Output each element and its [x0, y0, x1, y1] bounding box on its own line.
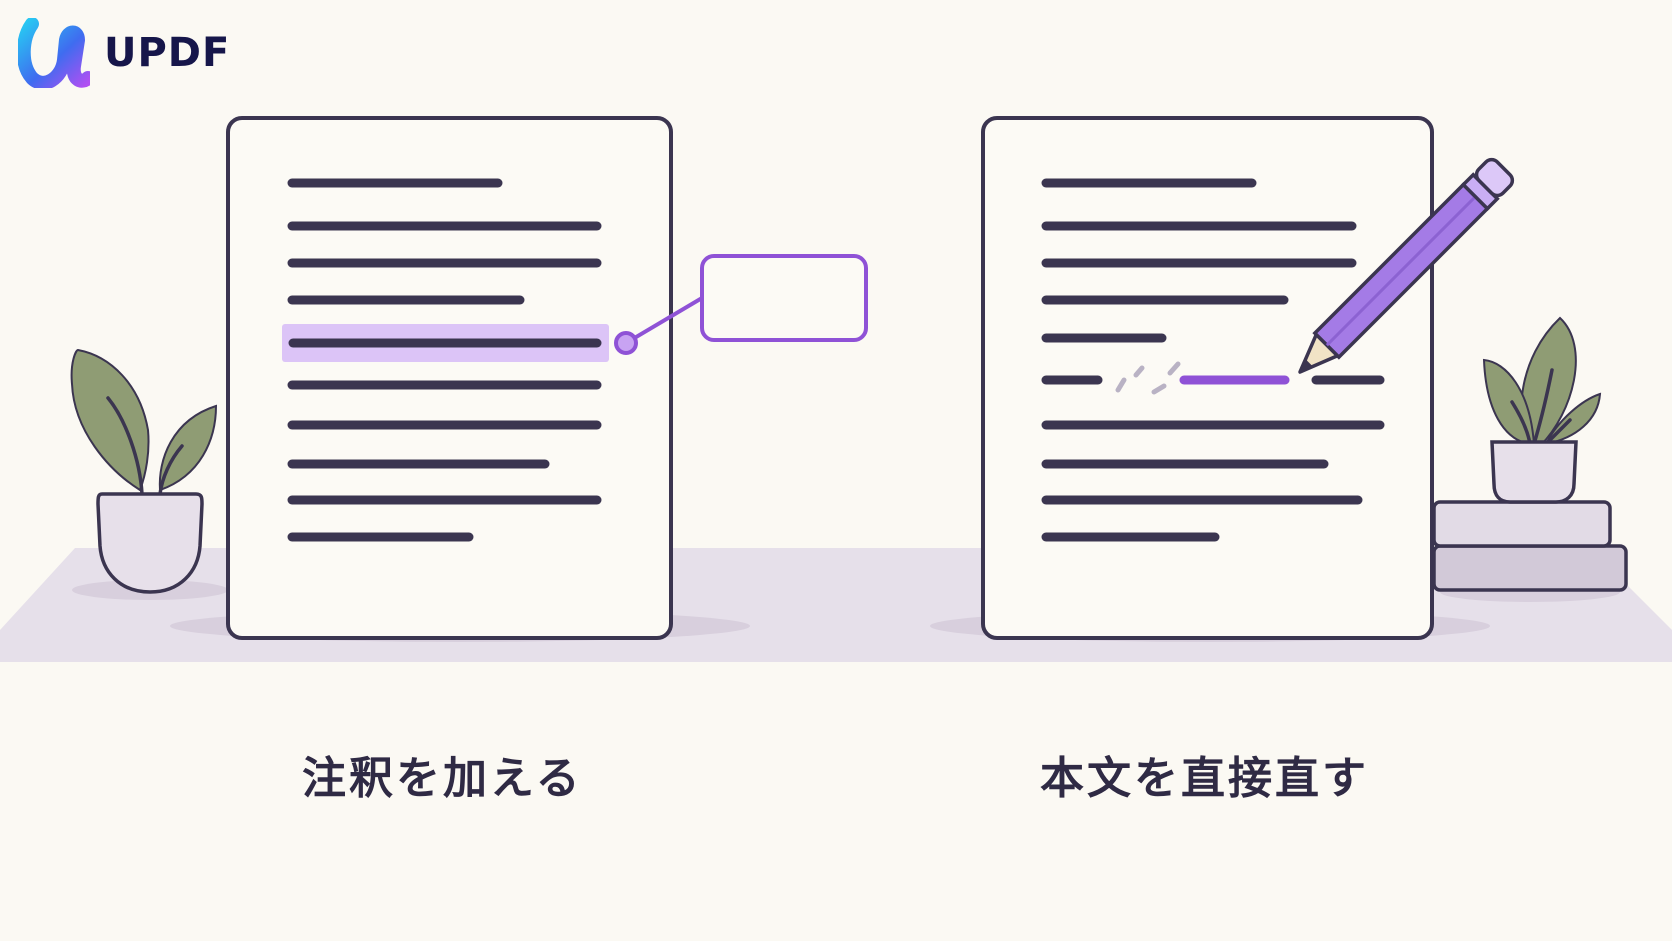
text-lines-right — [1041, 178, 1385, 542]
document-right — [981, 116, 1434, 640]
potted-plant-icon-right — [1482, 316, 1602, 504]
text-highlight — [282, 324, 609, 362]
pencil-icon — [1298, 157, 1515, 374]
document-left — [226, 116, 673, 640]
floor — [0, 548, 1672, 662]
note-box-icon — [700, 254, 868, 342]
caption-add-annotation: 注釈を加える — [302, 753, 583, 804]
erased-fragments — [1115, 361, 1181, 395]
annotation — [614, 254, 868, 355]
caption-edit-text-directly: 本文を直接直す — [1040, 753, 1369, 804]
brand-logo: UPDF — [18, 18, 230, 88]
text-lines-left — [287, 178, 602, 542]
doc-shadow-right — [930, 610, 1490, 642]
brand-name: UPDF — [104, 30, 231, 76]
doc-shadow-left — [170, 610, 750, 642]
book-stack-icon — [1432, 500, 1628, 592]
updf-logo-icon — [18, 18, 90, 88]
potted-plant-icon — [70, 348, 218, 594]
